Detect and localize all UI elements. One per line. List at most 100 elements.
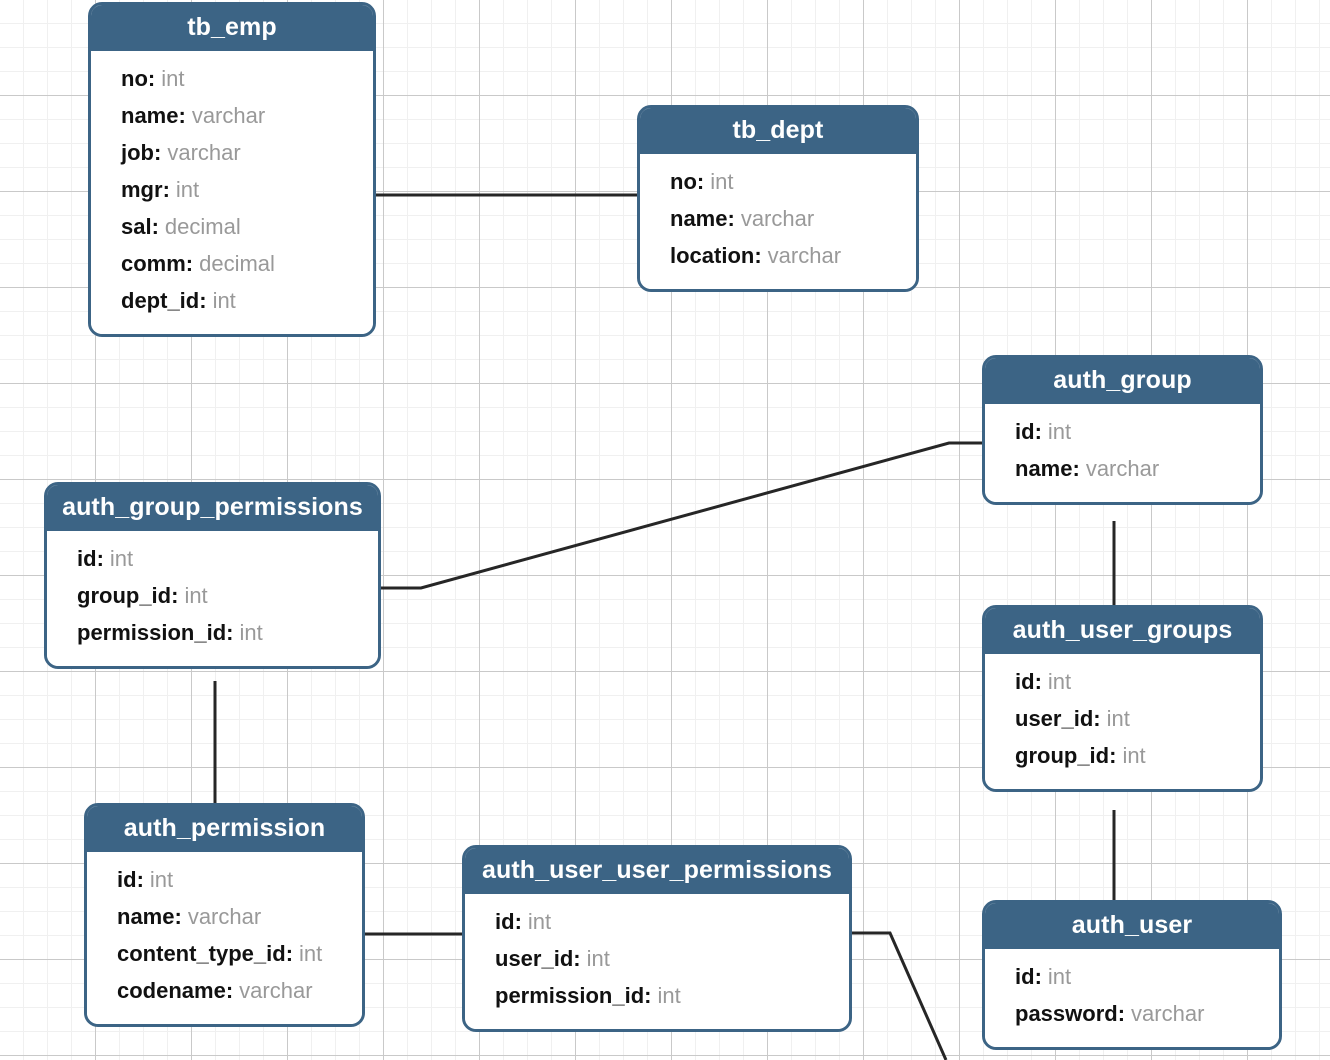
field-type: int bbox=[184, 583, 208, 609]
entity-title-auth_group: auth_group bbox=[985, 358, 1260, 405]
field-name: group_id bbox=[1015, 743, 1110, 769]
field-name: name bbox=[121, 103, 179, 129]
field-row: name:varchar bbox=[121, 98, 359, 135]
field-separator: : bbox=[154, 140, 162, 166]
field-type: int bbox=[161, 66, 185, 92]
field-separator: : bbox=[171, 583, 179, 609]
field-separator: : bbox=[199, 288, 207, 314]
field-row: dept_id:int bbox=[121, 283, 359, 320]
field-separator: : bbox=[1109, 743, 1117, 769]
field-name: dept_id bbox=[121, 288, 200, 314]
field-separator: : bbox=[1034, 964, 1042, 990]
field-separator: : bbox=[514, 909, 522, 935]
field-separator: : bbox=[727, 206, 735, 232]
field-row: name:varchar bbox=[117, 899, 348, 936]
field-separator: : bbox=[162, 177, 170, 203]
field-separator: : bbox=[1093, 706, 1101, 732]
field-row: content_type_id:int bbox=[117, 936, 348, 973]
field-separator: : bbox=[136, 867, 144, 893]
entity-title-tb_emp: tb_emp bbox=[91, 5, 373, 52]
field-separator: : bbox=[178, 103, 186, 129]
field-type: int bbox=[657, 983, 681, 1009]
field-type: varchar bbox=[187, 904, 262, 930]
field-row: password:varchar bbox=[1015, 996, 1265, 1033]
field-separator: : bbox=[147, 66, 156, 92]
field-separator: : bbox=[174, 904, 182, 930]
field-name: id bbox=[117, 867, 137, 893]
field-name: sal bbox=[121, 214, 152, 240]
field-type: decimal bbox=[199, 251, 275, 277]
field-separator: : bbox=[754, 243, 762, 269]
field-type: varchar bbox=[740, 206, 815, 232]
field-row: user_id:int bbox=[495, 941, 835, 978]
edge-auth_group_permissions-auth_group bbox=[381, 441, 982, 590]
field-row: permission_id:int bbox=[495, 978, 835, 1015]
field-row: group_id:int bbox=[77, 578, 364, 615]
field-name: name bbox=[117, 904, 175, 930]
field-name: user_id bbox=[495, 946, 574, 972]
field-name: id bbox=[495, 909, 515, 935]
field-type: int bbox=[109, 546, 134, 572]
field-name: permission_id bbox=[495, 983, 645, 1009]
field-row: comm:decimal bbox=[121, 246, 359, 283]
field-row: mgr:int bbox=[121, 172, 359, 209]
field-name: mgr bbox=[121, 177, 163, 203]
field-name: user_id bbox=[1015, 706, 1094, 732]
field-row: name:varchar bbox=[670, 201, 902, 238]
field-separator: : bbox=[151, 214, 159, 240]
field-row: no:int bbox=[121, 61, 359, 98]
entity-title-auth_user: auth_user bbox=[985, 903, 1279, 950]
field-separator: : bbox=[644, 983, 652, 1009]
field-separator: : bbox=[696, 169, 705, 195]
field-type: varchar bbox=[167, 140, 241, 166]
field-type: int bbox=[175, 177, 200, 203]
field-row: group_id:int bbox=[1015, 738, 1246, 775]
field-name: id bbox=[1015, 964, 1035, 990]
field-row: no:int bbox=[670, 164, 902, 201]
entity-title-auth_permission: auth_permission bbox=[87, 806, 362, 853]
field-separator: : bbox=[1117, 1001, 1126, 1027]
field-type: int bbox=[710, 169, 734, 195]
field-separator: : bbox=[1072, 456, 1080, 482]
field-type: varchar bbox=[191, 103, 266, 129]
field-separator: : bbox=[96, 546, 104, 572]
edge-auth_user_user_permissions-auth_user bbox=[852, 931, 948, 1060]
field-row: location:varchar bbox=[670, 238, 902, 275]
field-type: int bbox=[1047, 964, 1072, 990]
field-type: decimal bbox=[164, 214, 241, 240]
field-name: comm bbox=[121, 251, 186, 277]
field-type: varchar bbox=[1131, 1001, 1205, 1027]
field-row: name:varchar bbox=[1015, 451, 1246, 488]
field-row: id:int bbox=[117, 862, 348, 899]
field-separator: : bbox=[1034, 669, 1042, 695]
field-type: int bbox=[1122, 743, 1146, 769]
field-separator: : bbox=[185, 251, 194, 277]
field-separator: : bbox=[573, 946, 581, 972]
field-row: id:int bbox=[1015, 959, 1265, 996]
field-name: group_id bbox=[77, 583, 172, 609]
field-separator: : bbox=[285, 941, 294, 967]
field-name: job bbox=[121, 140, 154, 166]
field-type: int bbox=[299, 941, 323, 967]
field-type: varchar bbox=[239, 978, 313, 1004]
field-name: id bbox=[1015, 669, 1035, 695]
field-type: int bbox=[1047, 419, 1072, 445]
entity-title-auth_group_permissions: auth_group_permissions bbox=[47, 485, 378, 532]
field-row: job:varchar bbox=[121, 135, 359, 172]
field-row: id:int bbox=[77, 541, 364, 578]
field-name: location bbox=[670, 243, 755, 269]
field-row: id:int bbox=[495, 904, 835, 941]
